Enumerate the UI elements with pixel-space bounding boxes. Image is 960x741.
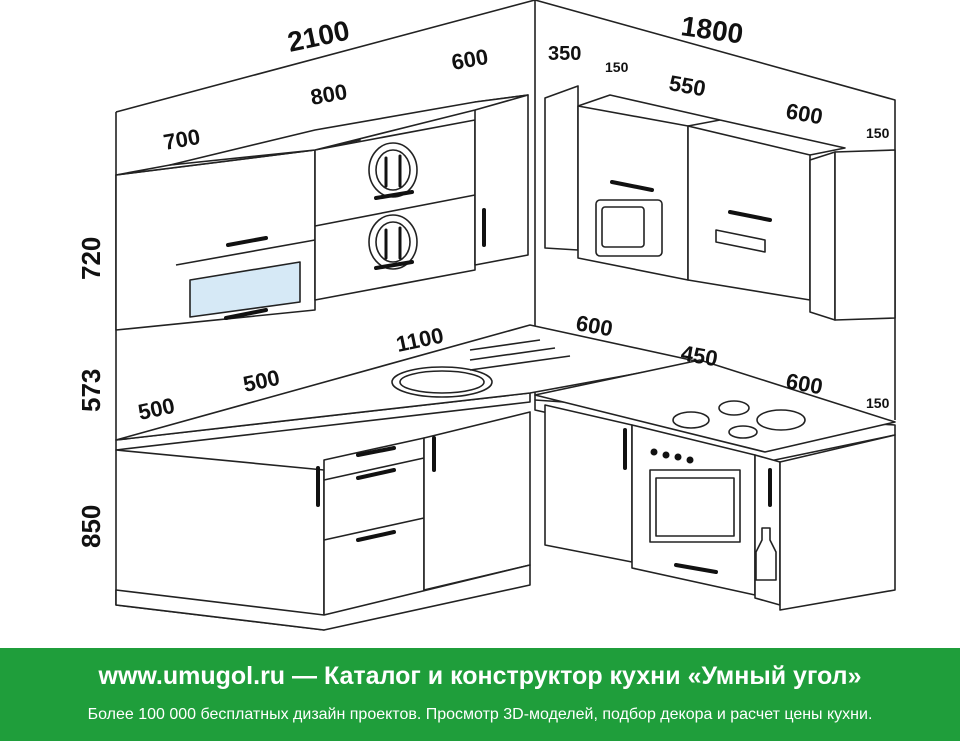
glass-panel [189,261,301,318]
dim-upper-600-left: 600 [450,44,491,75]
base-corner-cabinet [544,404,633,563]
banner-subtitle: Более 100 000 бесплатных дизайн проектов… [87,706,873,723]
microwave [595,199,663,257]
oven-door [649,469,741,543]
upper-corner-350 [544,85,579,251]
dim-upper-700: 700 [162,124,203,155]
upper-cabinet-150 [809,151,836,321]
banner-title-link[interactable]: www.umugol.ru — Каталог и конструктор ку… [98,662,862,690]
site-banner: www.umugol.ru — Каталог и конструктор ку… [0,648,960,741]
dim-upper-150-b: 150 [866,125,890,141]
dim-base-150: 150 [866,395,890,411]
drawer-unit [323,437,425,616]
plinth-left [115,564,531,631]
dim-height-upper: 720 [76,237,106,280]
upper-top-left [169,94,529,166]
dim-upper-800: 800 [309,79,350,110]
bottle-icon [755,527,777,581]
dim-height-apron: 573 [76,369,106,412]
dim-upper-350: 350 [548,43,581,65]
countertop-right-top [534,359,896,453]
dim-upper-550: 550 [667,70,708,101]
dim-upper-600-right: 600 [784,98,825,129]
burner-1 [672,411,710,429]
burner-2 [718,400,750,416]
dim-height-base: 850 [76,505,106,548]
dim-upper-total-right: 1800 [679,10,745,49]
range-hood [715,229,766,253]
dim-upper-150-a: 150 [605,59,629,75]
dim-base-500-b: 500 [241,365,282,397]
burner-3 [756,409,806,431]
dim-base-500-a: 500 [136,393,177,425]
base-cabinet-left-door [423,411,531,591]
burner-4 [728,425,758,439]
sink [391,366,493,398]
upper-cabinet-600-right [687,125,811,301]
kitchen-diagram: 2100 1800 700 800 600 350 150 550 600 15… [76,0,896,631]
